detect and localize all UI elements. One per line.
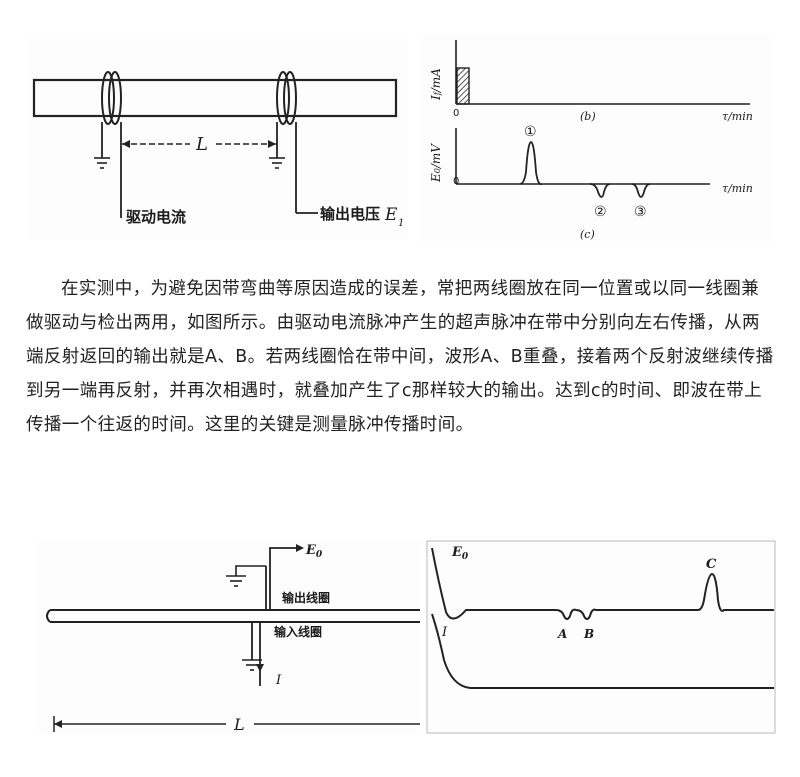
input-coil-bottom (251, 622, 261, 686)
svg-text:1: 1 (398, 218, 404, 229)
peak-label-3: ③ (634, 204, 647, 220)
peak-label-2: ② (594, 204, 607, 220)
strip-bar (32, 78, 398, 118)
svg-text:0: 0 (453, 108, 459, 119)
ground-symbol-top (226, 575, 246, 587)
ground-symbol-2 (269, 157, 285, 169)
label-I-right: I (441, 625, 448, 640)
peak-label-1: ① (524, 124, 537, 140)
figure-strip-two-coils: L 驱动电流 输出电压 E 1 (28, 38, 408, 240)
label-I-left: I (275, 673, 282, 688)
label-input-coil: 输入线圈 (274, 624, 322, 639)
panel-b-ylabel: If/mA (429, 68, 443, 101)
label-drive-current: 驱动电流 (126, 208, 186, 226)
body-paragraph: 在实测中，为避免因带弯曲等原因造成的误差，常把两线圈放在同一位置或以同一线圈兼做… (26, 272, 776, 442)
ground-symbol-1 (94, 157, 110, 169)
paragraph-text: 在实测中，为避免因带弯曲等原因造成的误差，常把两线圈放在同一位置或以同一线圈兼做… (26, 279, 774, 435)
figure-scope-traces: E0 I A B C (426, 540, 776, 734)
figure-strip-coils-bottom: E0 输出线圈 输入线圈 I L (36, 540, 420, 734)
ground-symbol-bottom (242, 659, 262, 671)
drive-pulse (456, 67, 470, 105)
label-C: C (706, 557, 717, 572)
output-coil-bottom (265, 547, 298, 610)
strip-coil-diagram: E0 输出线圈 输入线圈 I L (46, 543, 420, 734)
input-trace (431, 613, 774, 689)
panel-c-caption: (c) (580, 228, 595, 241)
label-E1: E (384, 205, 398, 225)
signal-trace-c (519, 141, 651, 198)
label-E0-right: E0 (451, 545, 469, 562)
label-output-voltage: 输出电压 (320, 205, 380, 223)
output-coil (276, 71, 290, 125)
waveform-diagram: If/mA 0 (b) τ/min E0/mV 0 ① ② ③ τ/min (c… (429, 40, 753, 241)
figure-waveforms-bc: If/mA 0 (b) τ/min E0/mV 0 ① ② ③ τ/min (c… (420, 34, 772, 242)
svg-text:0: 0 (453, 176, 459, 187)
label-A: A (557, 627, 567, 641)
label-L: L (195, 134, 208, 155)
scope-trace-diagram: E0 I A B C (426, 540, 776, 734)
strip-diagram: L 驱动电流 输出电压 E 1 (32, 71, 404, 229)
label-output-coil: 输出线圈 (282, 590, 330, 605)
drive-coil (101, 71, 115, 125)
panel-b-xlabel: τ/min (722, 110, 753, 123)
label-B: B (583, 627, 594, 641)
panel-c-ylabel: E0/mV (429, 143, 443, 183)
label-L-bottom: L (233, 715, 245, 734)
output-trace (431, 547, 774, 620)
panel-b-caption: (b) (580, 110, 596, 123)
panel-c-xlabel: τ/min (722, 182, 753, 195)
label-E0-left: E0 (305, 543, 323, 560)
strip-bar-bottom (46, 609, 420, 623)
